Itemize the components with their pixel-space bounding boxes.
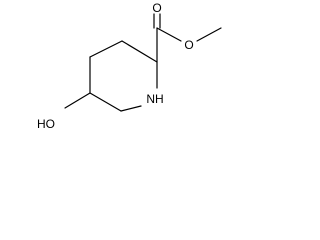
bonds <box>64 13 222 112</box>
bond-c5-oh <box>64 92 91 109</box>
bond-carbonyl-ester-o <box>156 27 182 42</box>
bond-c6-n1 <box>120 105 142 112</box>
atom-labels: O O NH HO <box>37 1 194 131</box>
bond-c2-c3 <box>121 40 158 63</box>
bond-c5-c6 <box>89 92 122 112</box>
bond-ester-o-methyl <box>196 27 222 42</box>
hydroxyl-label: HO <box>37 117 55 131</box>
molecule-structure: O O NH HO <box>37 1 222 131</box>
ring-nitrogen-label: NH <box>146 92 163 106</box>
carbonyl-oxygen-label: O <box>152 1 161 15</box>
ester-oxygen-label: O <box>184 38 193 52</box>
bond-c3-c4 <box>89 40 123 58</box>
